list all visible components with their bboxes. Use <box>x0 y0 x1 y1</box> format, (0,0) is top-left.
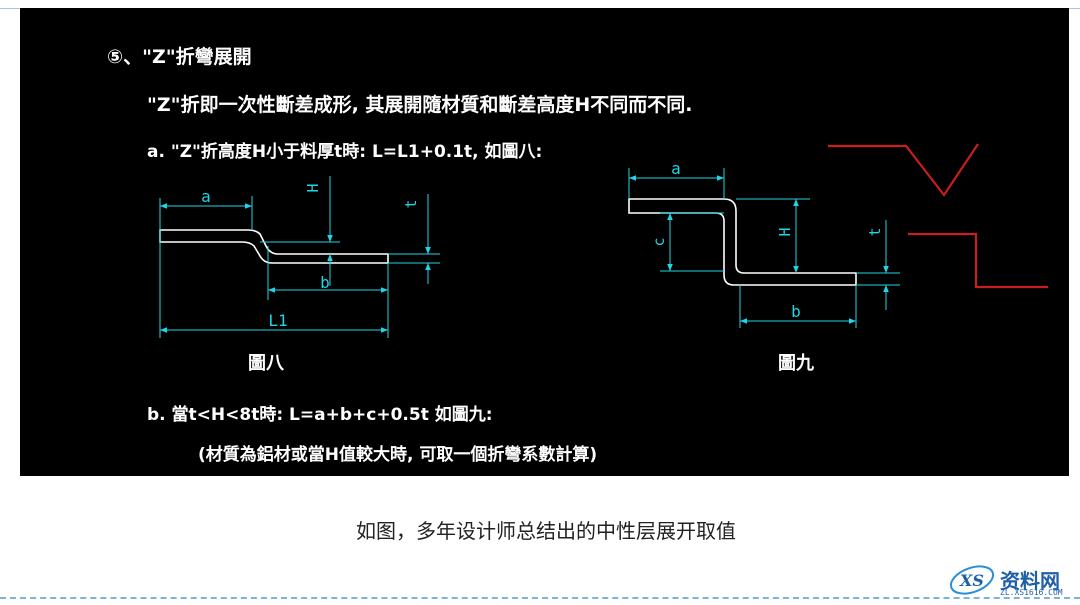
watermark-logo-icon: XS <box>949 565 995 595</box>
watermark-url: ZL.XS1616.COM <box>1000 588 1063 597</box>
figure-8-caption: 圖八 <box>248 353 284 374</box>
note-text: (材質為鋁材或當H值較大時, 可取一個折彎系數計算) <box>198 445 598 465</box>
figure-9-label-t: t <box>866 227 884 236</box>
figure-8-label-a: a <box>201 187 211 206</box>
figure-9-drawing: a b c H t <box>628 159 900 328</box>
z-bend-sketch <box>908 232 1048 289</box>
figure-8-profile <box>159 229 389 264</box>
case-b-text: b. 當t<H<8t時: L=a+b+c+0.5t 如圖九: <box>147 405 493 425</box>
drawing-canvas: a b L1 H t <box>159 143 1048 338</box>
figure-8-label-L1: L1 <box>268 311 287 330</box>
figure-8-drawing: a b L1 H t <box>159 176 440 338</box>
figure-8-label-H: H <box>304 183 322 192</box>
caption-text: 如图，多年设计师总结出的中性层展开取值 <box>356 519 736 543</box>
figure-9-label-H: H <box>776 227 794 236</box>
figure-8-label-t: t <box>402 199 420 208</box>
bottom-rule <box>0 597 1080 599</box>
watermark-name: 资料网 <box>1000 569 1060 593</box>
section-heading: ⑤、"Z"折彎展開 <box>107 46 252 68</box>
slide-panel: ⑤、"Z"折彎展開 "Z"折即一次性斷差成形, 其展開隨材質和斷差高度H不同而不… <box>20 8 1069 476</box>
description-text: "Z"折即一次性斷差成形, 其展開隨材質和斷差高度H不同而不同. <box>147 94 693 116</box>
figure-9-label-c: c <box>650 237 668 246</box>
figure-9-label-a: a <box>671 159 681 178</box>
figure-9-label-b: b <box>791 302 801 321</box>
case-a-text: a. "Z"折高度H小于料厚t時: L=L1+0.1t, 如圖八: <box>147 142 543 162</box>
figure-8-label-b: b <box>320 273 330 292</box>
svg-text:XS: XS <box>959 571 984 590</box>
figure-9-caption: 圖九 <box>778 353 814 374</box>
v-bend-sketch <box>828 143 979 197</box>
